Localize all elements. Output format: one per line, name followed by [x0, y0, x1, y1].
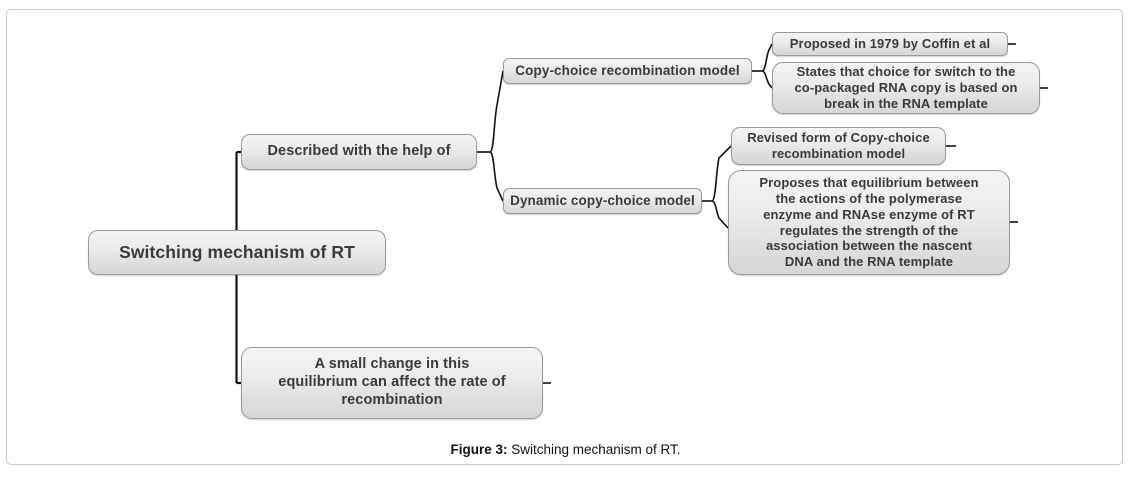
node-states-choice-for-switch[interactable]: States that choice for switch to the co-… [772, 62, 1040, 114]
node-proposes-label: Proposes that equilibrium between the ac… [759, 174, 979, 270]
node-proposed-1979-coffin[interactable]: Proposed in 1979 by Coffin et al [772, 32, 1008, 56]
connector-described-to-copy-choice [489, 70, 504, 153]
node-dynamic-copy-choice-model[interactable]: Dynamic copy-choice model [503, 188, 702, 214]
connector-dynamic-to-revised [711, 145, 732, 202]
node-copy-choice-label: Copy-choice recombination model [515, 62, 740, 78]
figure-caption: Figure 3: Switching mechanism of RT. [0, 442, 1131, 457]
connector-copy-choice-to-states [761, 70, 773, 89]
node-revised-label: Revised form of Copy-choice recombinatio… [747, 130, 930, 161]
connector-dynamic-to-proposes [711, 200, 729, 229]
node-dynamic-label: Dynamic copy-choice model [510, 192, 695, 208]
node-root-switching-mechanism[interactable]: Switching mechanism of RT [88, 230, 386, 275]
node-described-label: Described with the help of [267, 143, 451, 160]
connector-described-to-dynamic [489, 151, 504, 202]
connector-copy-choice-to-proposed [761, 43, 773, 72]
figure-caption-label: Figure 3: [450, 442, 508, 457]
node-revised-form-copy-choice[interactable]: Revised form of Copy-choice recombinatio… [731, 127, 946, 165]
node-copy-choice-recombination-model[interactable]: Copy-choice recombination model [503, 58, 752, 84]
node-described-with-the-help-of[interactable]: Described with the help of [241, 134, 477, 170]
node-root-label: Switching mechanism of RT [119, 241, 355, 262]
node-small-change-in-equilibrium[interactable]: A small change in this equilibrium can a… [241, 347, 543, 419]
figure-caption-text: Switching mechanism of RT. [507, 442, 681, 457]
node-small-change-label: A small change in this equilibrium can a… [278, 356, 506, 408]
node-proposed-label: Proposed in 1979 by Coffin et al [789, 36, 991, 52]
node-proposes-equilibrium[interactable]: Proposes that equilibrium between the ac… [728, 170, 1010, 275]
node-states-label: States that choice for switch to the co-… [794, 64, 1018, 111]
